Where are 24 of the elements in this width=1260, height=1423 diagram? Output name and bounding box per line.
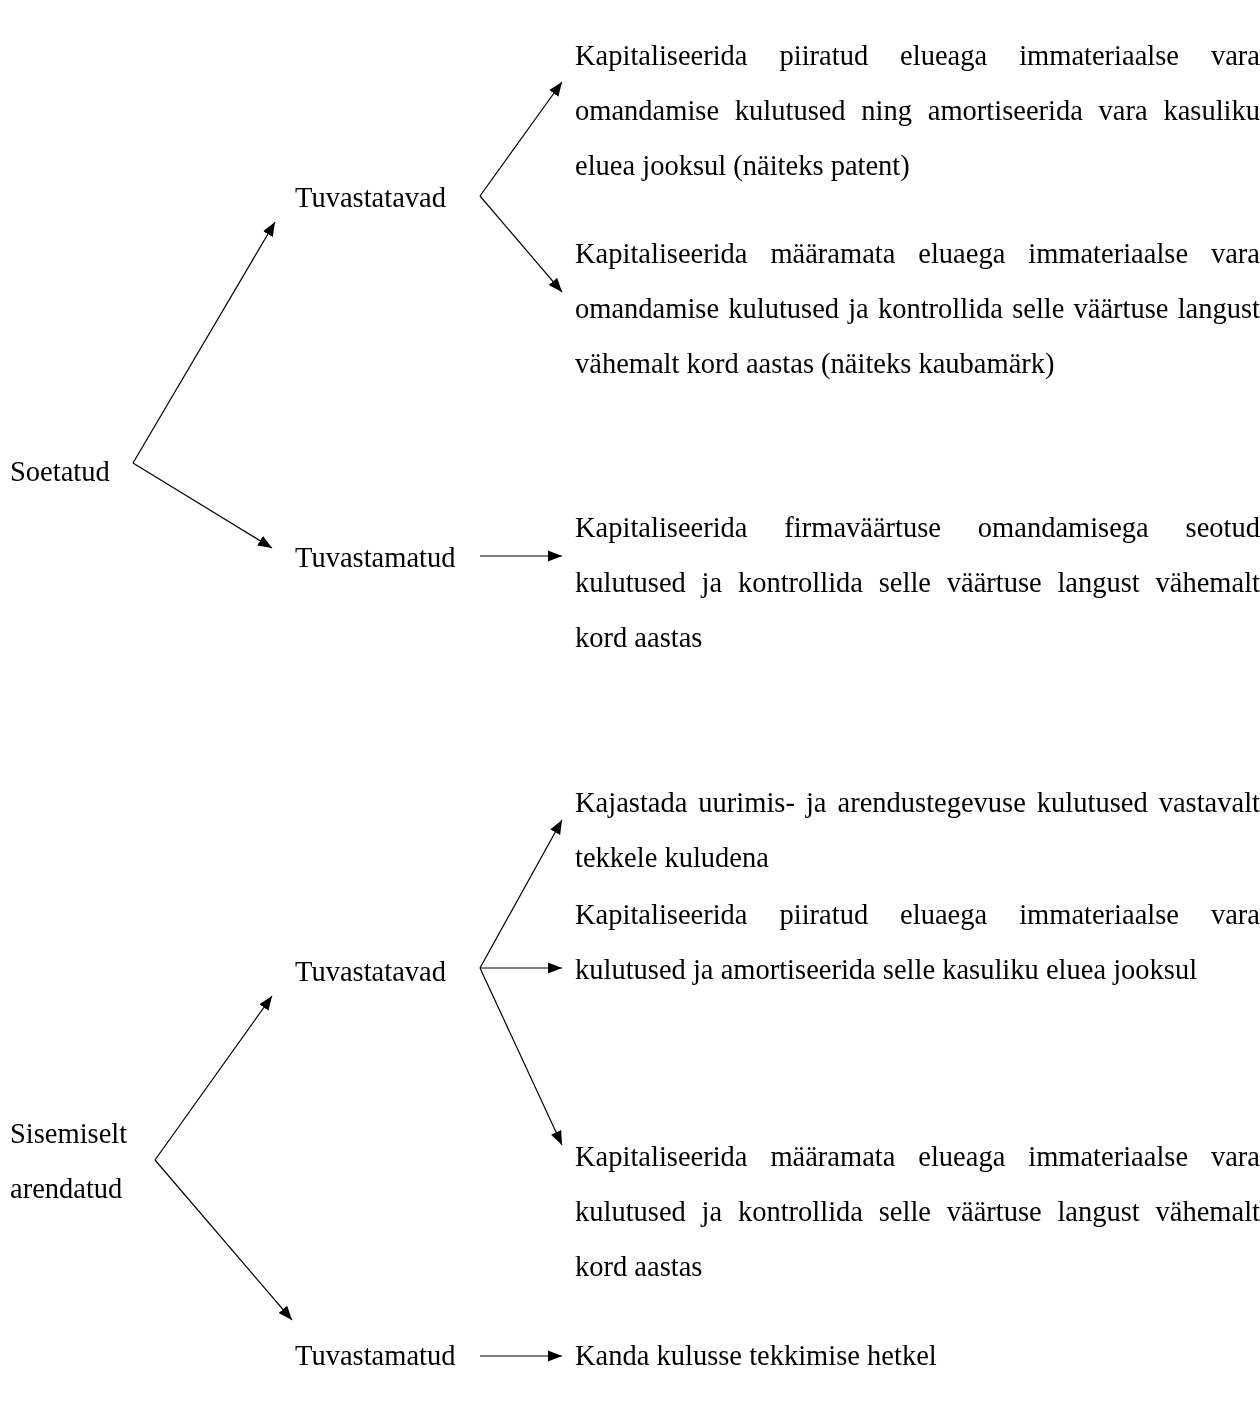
category-label: Tuvastamatud bbox=[272, 1320, 480, 1382]
description-text: Kapitaliseerida piiratud elueaga immateriaalse vara omandamise kulutused ning amortiseerida vara kasuliku eluea jooksul (näiteks patent) bbox=[562, 28, 1260, 193]
description-text: Kapitaliseerida firmaväärtuse omandamisega seotud kulutused ja kontrollida selle väärtuse langust vähemalt kord aastas bbox=[562, 500, 1260, 665]
arrow bbox=[479, 81, 563, 197]
category-label: Soetatud bbox=[0, 444, 133, 499]
arrow bbox=[132, 462, 273, 549]
category-label: Sisemiselt arendatud bbox=[0, 1106, 155, 1216]
arrow bbox=[154, 1159, 293, 1321]
description-text: Kajastada uurimis- ja arendustegevuse kulutused vastavalt tekkele kuludena bbox=[562, 775, 1260, 885]
arrow bbox=[132, 221, 276, 464]
category-label: Tuvastatavad bbox=[272, 944, 480, 996]
description-text: Kanda kulusse tekkimise hetkel bbox=[562, 1328, 1260, 1383]
category-label: Tuvastamatud bbox=[272, 530, 480, 585]
arrow bbox=[479, 1350, 563, 1362]
description-text: Kapitaliseerida piiratud eluaega immateriaalse vara kulutused ja amortiseerida selle kasuliku eluea jooksul bbox=[562, 887, 1260, 997]
arrow bbox=[479, 195, 563, 293]
category-label: Tuvastatavad bbox=[275, 170, 480, 222]
arrow bbox=[479, 962, 563, 974]
arrow bbox=[479, 967, 563, 1146]
arrow bbox=[479, 550, 563, 562]
description-text: Kapitaliseerida määramata elueaga immateriaalse vara kulutused ja kontrollida selle väärtuse langust vähemalt kord aastas bbox=[562, 1129, 1260, 1294]
description-text: Kapitaliseerida määramata eluaega immateriaalse vara omandamise kulutused ja kontrollida selle väärtuse langust vähemalt kord aastas (näiteks kaubamärk) bbox=[562, 226, 1260, 391]
arrow bbox=[479, 819, 563, 969]
arrow bbox=[154, 995, 273, 1161]
